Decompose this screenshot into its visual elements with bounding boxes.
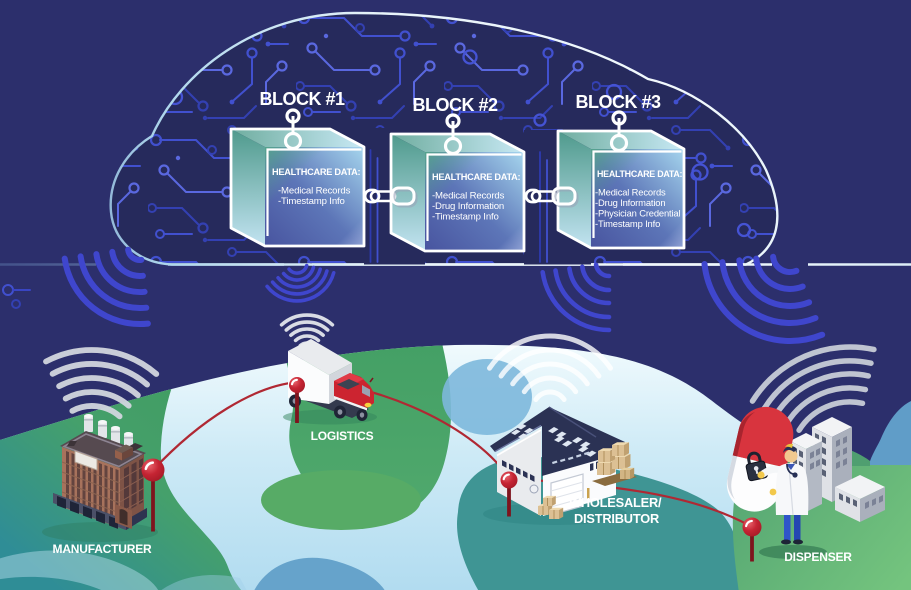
svg-text:WHOLESALER/: WHOLESALER/ xyxy=(569,495,662,510)
svg-text:DISPENSER: DISPENSER xyxy=(784,550,852,564)
svg-text:BLOCK #3: BLOCK #3 xyxy=(575,92,661,112)
svg-text:BLOCK #2: BLOCK #2 xyxy=(412,95,498,115)
svg-text:-Medical Records: -Medical Records xyxy=(595,187,666,198)
svg-text:LOGISTICS: LOGISTICS xyxy=(311,429,374,443)
svg-text:DISTRIBUTOR: DISTRIBUTOR xyxy=(574,511,659,526)
svg-text:HEALTHCARE DATA:: HEALTHCARE DATA: xyxy=(432,172,521,182)
svg-text:-Timestamp Info: -Timestamp Info xyxy=(432,212,499,223)
svg-text:-Medical Records: -Medical Records xyxy=(432,191,505,202)
svg-text:-Physician Credential: -Physician Credential xyxy=(595,208,680,219)
svg-text:-Drug Information: -Drug Information xyxy=(595,197,665,208)
svg-text:HEALTHCARE DATA:: HEALTHCARE DATA: xyxy=(597,169,683,179)
svg-text:MANUFACTURER: MANUFACTURER xyxy=(53,542,152,556)
svg-text:-Medical Records: -Medical Records xyxy=(278,186,351,197)
svg-text:-Timestamp Info: -Timestamp Info xyxy=(278,196,345,207)
svg-text:HEALTHCARE DATA:: HEALTHCARE DATA: xyxy=(272,167,361,177)
svg-text:-Drug Information: -Drug Information xyxy=(432,201,504,212)
svg-text:-Timestamp Info: -Timestamp Info xyxy=(595,218,660,229)
svg-text:BLOCK #1: BLOCK #1 xyxy=(259,89,345,109)
